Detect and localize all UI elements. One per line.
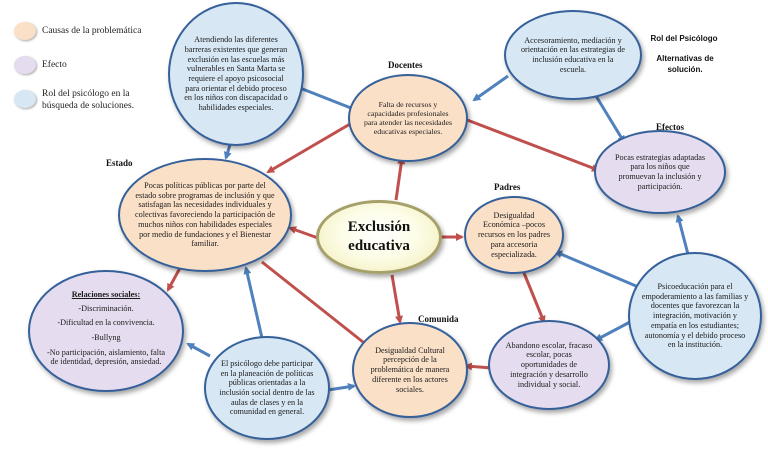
label-comunidad: Comunida	[418, 314, 459, 324]
arrow-abandono-to-comunidad	[464, 362, 493, 371]
node-abandono-text: Abandono escolar, fracaso escolar, pocas…	[505, 340, 593, 389]
node-apoyo-psicosocial: Atendiendo las diferentes barreras exist…	[168, 2, 304, 146]
arrow-padres-to-abandono	[520, 267, 546, 324]
node-apoyo-psicosocial-text: Atendiendo las diferentes barreras exist…	[184, 35, 288, 113]
node-exclusion-educativa-text: Exclusión educativa	[347, 219, 411, 254]
node-exclusion-educativa: Exclusión educativa	[316, 200, 442, 274]
arrow-blue-left-to-docentes	[299, 86, 358, 112]
arrow-estado-to-relaciones	[166, 267, 182, 292]
node-accesoramiento-text: Accesoramiento, mediación y orientación …	[520, 35, 626, 74]
node-padres-text: Desigualdad Económica –pocos recursos en…	[477, 210, 551, 259]
relaciones-item: -Bullyng	[91, 333, 121, 342]
node-padres: Desigualdad Económica –pocos recursos en…	[464, 196, 564, 274]
node-relaciones-sociales: Relaciones sociales: -Discriminación. -D…	[28, 270, 184, 392]
arrow-docentes-to-estado	[266, 122, 351, 174]
arrow-center-to-docentes	[394, 156, 406, 201]
node-accesoramiento: Accesoramiento, mediación y orientación …	[504, 10, 642, 100]
arrow-psico-bottom-to-relaciones	[186, 342, 211, 358]
arrow-center-to-estado	[288, 226, 319, 240]
arrow-center-to-comunidad	[390, 274, 403, 324]
node-psicoeducacion: Psicoeducación para el empoderamiento a …	[628, 252, 762, 380]
legend-swatch-causas	[14, 22, 36, 40]
node-comunidad: Desigualdad Cultural percepción de la pr…	[352, 322, 468, 418]
label-estado: Estado	[106, 158, 133, 168]
arrow-docentes-to-efectos	[461, 116, 600, 172]
arrow-psico-bottom-to-comunidad	[327, 382, 356, 392]
node-psicoeducacion-text: Psicoeducación para el empoderamiento a …	[641, 282, 749, 350]
label-alternativas: Alternativas de solución.	[656, 54, 714, 74]
node-docentes: Falta de recursos y capacidades profesio…	[348, 74, 468, 162]
legend-label-rol: Rol del psicólogo en la búsqueda de solu…	[42, 89, 135, 111]
legend-label-efecto: Efecto	[42, 60, 67, 70]
node-abandono: Abandono escolar, fracaso escolar, pocas…	[488, 320, 610, 410]
node-comunidad-text: Desigualdad Cultural percepción de la pr…	[370, 345, 450, 394]
label-efectos: Efectos	[656, 122, 684, 132]
node-psicologo-politicas-text: El psicólogo debe participar en la plane…	[219, 358, 315, 417]
label-rol-psicologo: Rol del Psicólogo	[650, 34, 718, 43]
node-relaciones-sociales-body: Relaciones sociales: -Discriminación. -D…	[44, 290, 168, 372]
arrow-blue-right-to-efectos	[594, 95, 626, 144]
relaciones-item: -No participación, aislamiento, falta de…	[47, 347, 165, 367]
arrow-psicoedu-to-abandono	[594, 320, 631, 342]
relaciones-item: -Dificultad en la convivencia.	[57, 318, 155, 328]
legend-swatch-rol	[14, 90, 36, 108]
relaciones-item: -Discriminación.	[78, 303, 134, 313]
node-docentes-text: Falta de recursos y capacidades profesio…	[363, 99, 453, 137]
node-relaciones-sociales-title: Relaciones sociales:	[71, 289, 141, 299]
arrow-psicoedu-to-padres	[554, 250, 637, 288]
arrow-psico-bottom-to-estado	[243, 266, 264, 339]
legend-label-causas: Causas de la problemática	[42, 26, 142, 36]
node-estado: Pocas políticas públicas por parte del e…	[118, 158, 292, 272]
label-padres: Padres	[494, 182, 521, 192]
node-estado-text: Pocas políticas públicas por parte del e…	[134, 181, 276, 249]
label-docentes: Docentes	[388, 60, 423, 70]
legend-swatch-efecto	[14, 56, 36, 74]
node-efectos-text: Pocas estrategias adaptadas para los niñ…	[614, 152, 706, 191]
node-efectos: Pocas estrategias adaptadas para los niñ…	[594, 130, 726, 214]
node-psicologo-politicas: El psicólogo debe participar en la plane…	[204, 336, 330, 440]
arrow-estado-to-comunidad	[261, 260, 370, 348]
arrow-blue-right-to-docentes	[472, 74, 509, 102]
